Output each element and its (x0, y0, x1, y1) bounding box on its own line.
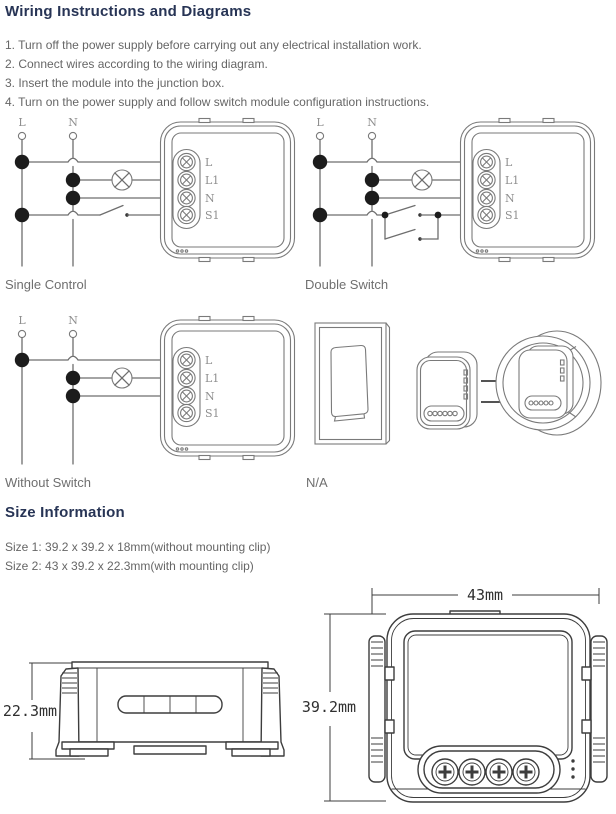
switch-module: L L1 N S1 (159, 315, 296, 461)
connection-wires (21, 355, 179, 397)
mini-module (416, 351, 478, 430)
terminal-label: N (205, 390, 215, 403)
side-view-drawing: 22.3mm (0, 584, 300, 814)
side-view-svg: 22.3mm (3, 661, 285, 760)
instruction-line: 2. Connect wires according to the wiring… (5, 57, 268, 71)
double-switch-diagram: L N (305, 112, 616, 282)
dimension-label: 22.3mm (3, 702, 57, 720)
dimension-height: 39.2mm (302, 613, 386, 802)
terminal-label: L (205, 354, 213, 367)
terminal-label: L1 (505, 174, 519, 187)
without-switch-svg: L N (14, 314, 296, 465)
front-view-drawing: 43mm 39.2mm (300, 570, 616, 814)
dimension-label: 39.2mm (302, 698, 356, 716)
diagram-caption: Without Switch (5, 475, 91, 490)
switch-module: L L1 N S1 (159, 117, 296, 263)
wall-switch (314, 322, 391, 445)
mounting-clip-right (581, 635, 608, 783)
without-switch-diagram: L N (5, 310, 300, 480)
connection-wires (319, 157, 479, 241)
terminal-label: L (205, 156, 213, 169)
lamp-icon (411, 169, 433, 191)
terminal-label: S1 (505, 209, 520, 222)
live-wire-label: L (316, 116, 324, 129)
lamp-icon (111, 169, 133, 191)
neutral-wire-label: N (68, 314, 78, 327)
terminal-screws (477, 152, 496, 225)
front-view-svg: 43mm 39.2mm (302, 586, 608, 803)
diagram-caption: N/A (306, 475, 328, 490)
size-line: Size 1: 39.2 x 39.2 x 18mm(without mount… (5, 540, 271, 554)
junction-dots (14, 154, 81, 223)
neutral-wire-label: N (68, 116, 78, 129)
junction-dots (14, 352, 81, 404)
dimension-width: 43mm (371, 586, 600, 614)
installation-diagram (305, 310, 616, 480)
terminal-label: L1 (205, 174, 219, 187)
single-control-diagram: L N (5, 112, 300, 282)
supply-wires: L N (17, 314, 78, 465)
instruction-line: 3. Insert the module into the junction b… (5, 76, 225, 90)
terminal-label: N (205, 192, 215, 205)
terminal-label: L1 (205, 372, 219, 385)
mounting-clip-left (368, 635, 395, 783)
neutral-wire-label: N (367, 116, 377, 129)
terminal-label: N (505, 192, 515, 205)
diagram-caption: Single Control (5, 277, 87, 292)
bottom-feet (61, 741, 279, 757)
size-specs: Size 1: 39.2 x 39.2 x 18mm(without mount… (5, 538, 270, 576)
diagram-caption: Double Switch (305, 277, 389, 292)
terminal-screws (431, 758, 575, 786)
double-switch-svg: L N (312, 116, 596, 267)
junction-dots (312, 154, 380, 223)
supply-wires: L N (315, 116, 377, 267)
round-junction-box (495, 330, 602, 436)
installation-instructions: 1. Turn off the power supply before carr… (5, 36, 429, 112)
live-wire-label: L (18, 116, 26, 129)
dimension-label: 43mm (467, 586, 503, 604)
size-line: Size 2: 43 x 39.2 x 22.3mm(with mounting… (5, 559, 254, 573)
size-section-title: Size Information (5, 504, 125, 521)
instruction-line: 1. Turn off the power supply before carr… (5, 38, 422, 52)
terminal-label: L (505, 156, 513, 169)
single-control-svg: L N (14, 116, 296, 267)
live-wire-label: L (18, 314, 26, 327)
switch-module: L L1 N S1 (459, 117, 596, 263)
wiring-section-title: Wiring Instructions and Diagrams (5, 3, 252, 20)
lamp-icon (111, 367, 133, 389)
terminal-screws (177, 350, 196, 423)
terminal-label: S1 (205, 209, 220, 222)
instruction-line: 4. Turn on the power supply and follow s… (5, 95, 430, 109)
module-side-body (71, 661, 269, 743)
dimension-height: 22.3mm (3, 662, 85, 760)
supply-wires: L N (17, 116, 78, 267)
connection-wires (21, 157, 179, 217)
installation-svg (314, 322, 602, 445)
terminal-screws (177, 152, 196, 225)
terminal-label: S1 (205, 407, 220, 420)
